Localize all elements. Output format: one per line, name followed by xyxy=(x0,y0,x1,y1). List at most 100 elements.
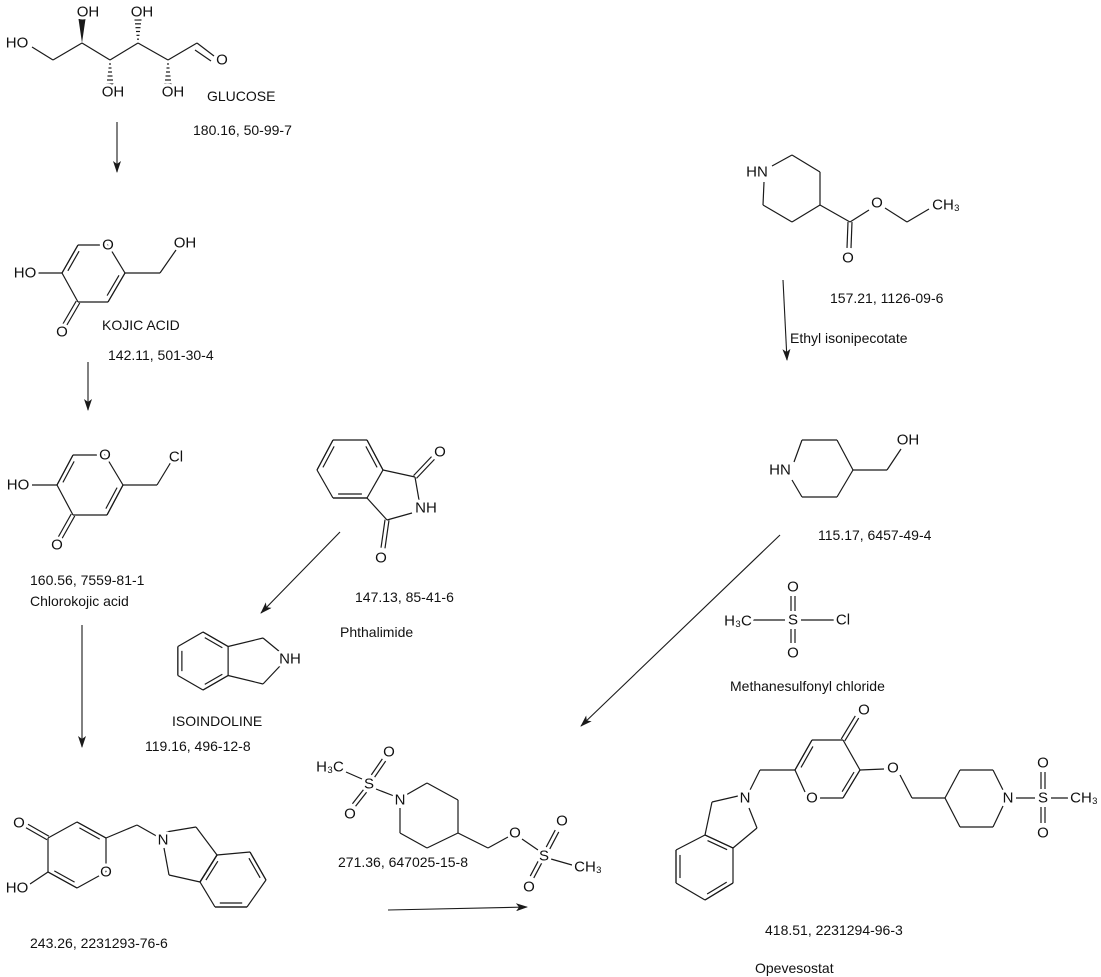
glucose-bond xyxy=(109,42,139,61)
opevesostat-atom-label: S xyxy=(1038,790,1048,807)
piperidinemethanol-bond xyxy=(793,439,803,463)
glucose-name: GLUCOSE xyxy=(207,88,275,104)
piperidinemethanol-atom-label: OH xyxy=(897,432,920,449)
kojic-acid-bond xyxy=(107,244,126,274)
chlorokojic-acid-atom-label: HO xyxy=(7,477,30,494)
methanesulfonyl-chloride-atom-label: O xyxy=(787,645,799,662)
piperidinemethanol-bond xyxy=(791,479,803,498)
opevesostat-atom-label: O xyxy=(858,702,870,719)
ethyl-isonipecotate-name: Ethyl isonipecotate xyxy=(790,330,908,346)
ethyl-isonipecotate-atom-label: CH₃ xyxy=(932,197,960,214)
phthalimide-info: 147.13, 85-41-6 xyxy=(355,589,454,605)
mesylate-info: 271.36, 647025-15-8 xyxy=(338,854,468,870)
ethyl-isonipecotate-bond xyxy=(762,204,793,223)
glucose-atom-label: OH xyxy=(77,4,100,21)
opevesostat-bond xyxy=(992,805,1004,828)
isoindoline-name: ISOINDOLINE xyxy=(172,713,262,729)
phthalimide-bond xyxy=(416,458,435,479)
ethyl-isonipecotate-info: 157.21, 1126-09-6 xyxy=(830,290,944,306)
methanesulfonyl-chloride-atom-label: O xyxy=(787,579,799,596)
opevesostat-bond xyxy=(842,739,861,771)
intermediate-243-bond xyxy=(29,871,49,885)
kojic-acid-bond xyxy=(159,249,177,274)
isoindoline-bond xyxy=(227,637,264,648)
mesylate-atom-label: CH₃ xyxy=(574,859,602,876)
mesylate-bond xyxy=(457,832,489,849)
opevesostat-bond xyxy=(992,769,1004,791)
intermediate-243-bond xyxy=(47,821,78,839)
mesylate-atom-label: S xyxy=(364,776,374,793)
phthalimide-atom-label: NH xyxy=(415,500,437,517)
intermediate-243-atom-label: N xyxy=(158,832,169,849)
chlorokojic-name: Chlorokojic acid xyxy=(30,593,129,609)
piperidinemethanol-bond xyxy=(836,439,854,471)
kojic-acid-atom-label: O xyxy=(56,324,68,341)
glucose-bond xyxy=(194,49,212,62)
opevesostat-bond xyxy=(704,834,734,849)
chlorokojic-acid-atom-label: Cl xyxy=(169,449,183,466)
isoindoline-atom-label: NH xyxy=(279,651,301,668)
intermediate-243-bond xyxy=(168,874,201,883)
ethyl-isonipecotate-bond xyxy=(906,208,930,223)
arrow-ester-to-alcohol xyxy=(782,279,791,361)
intermediate-243-bond xyxy=(199,881,216,908)
methanesulfonyl-chloride-atom-label: Cl xyxy=(836,612,850,629)
opevesostat-bond xyxy=(704,882,734,901)
kojic-acid-bond xyxy=(106,275,120,296)
opevesostat-bond xyxy=(748,807,758,829)
intermediate-243-bond xyxy=(246,879,267,908)
opevesostat-bond xyxy=(841,771,855,793)
bonds-layer xyxy=(25,19,1068,908)
glucose-atom-label: OH xyxy=(102,84,125,101)
opevesostat-bond xyxy=(794,769,806,793)
opevesostat-bond xyxy=(707,840,728,851)
opevesostat-atom-label: O xyxy=(887,760,899,777)
glucose-bond xyxy=(52,42,83,61)
chlorokojic-acid-bond xyxy=(156,461,172,486)
isoindoline-info: 119.16, 496-12-8 xyxy=(145,738,251,754)
opevesostat-atom-label: N xyxy=(740,790,751,807)
intermediate-243-info: 243.26, 2231293-76-6 xyxy=(30,935,168,951)
opevesostat-bond xyxy=(794,739,813,771)
opevesostat-bond xyxy=(842,769,861,799)
ethyl-isonipecotate-bond xyxy=(771,154,793,167)
chlorokojic-acid-bond xyxy=(61,515,76,540)
chlorokojic-info: 160.56, 7559-81-1 xyxy=(30,572,145,588)
mesylate-bond xyxy=(426,832,459,849)
intermediate-243-bond xyxy=(105,824,138,839)
opevesostat-bond xyxy=(706,881,728,895)
opevesostat-atom-label: N xyxy=(1003,790,1014,807)
mesylate-atom-label: O xyxy=(556,813,568,830)
ethyl-isonipecotate-bond xyxy=(850,222,853,249)
mesylate-bond xyxy=(521,838,539,851)
opevesostat-atom-label: O xyxy=(806,790,818,807)
mesylate-bond xyxy=(375,788,395,797)
intermediate-243-bond xyxy=(199,854,218,883)
opevesostat-atom-label: CH₃ xyxy=(1070,790,1098,807)
piperidinemethanol-bond xyxy=(836,469,854,498)
ethyl-isonipecotate-atom-label: HN xyxy=(746,164,768,181)
opevesostat-bond xyxy=(944,769,961,799)
mesylate-atom-label: O xyxy=(523,879,535,896)
intermediate-243-bond xyxy=(205,860,219,881)
chlorokojic-acid-bond xyxy=(56,454,74,486)
mesylate-bond xyxy=(487,836,509,849)
opevesostat-atom-label: O xyxy=(1037,755,1049,772)
kojic-acid-info: 142.11, 501-30-4 xyxy=(108,347,214,363)
glucose-bond xyxy=(167,42,198,61)
intermediate-243-bond xyxy=(25,827,48,841)
mesylate-bond xyxy=(550,858,573,866)
isoindoline-bond xyxy=(204,673,223,685)
ethyl-isonipecotate-atom-label: O xyxy=(871,195,883,212)
opevesostat-bond xyxy=(844,717,860,742)
ethyl-isonipecotate-bond xyxy=(791,204,821,223)
ethyl-isonipecotate-bond xyxy=(884,207,908,223)
mesylate-bond xyxy=(545,829,556,848)
glucose-bond xyxy=(81,42,111,61)
piperidinemethanol-info: 115.17, 6457-49-4 xyxy=(818,527,932,543)
mesylate-atom-label: H₃C xyxy=(316,759,344,776)
phthalimide-bond xyxy=(414,476,420,501)
ethyl-isonipecotate-bond xyxy=(819,204,851,223)
kojic-acid-bond xyxy=(61,244,79,274)
